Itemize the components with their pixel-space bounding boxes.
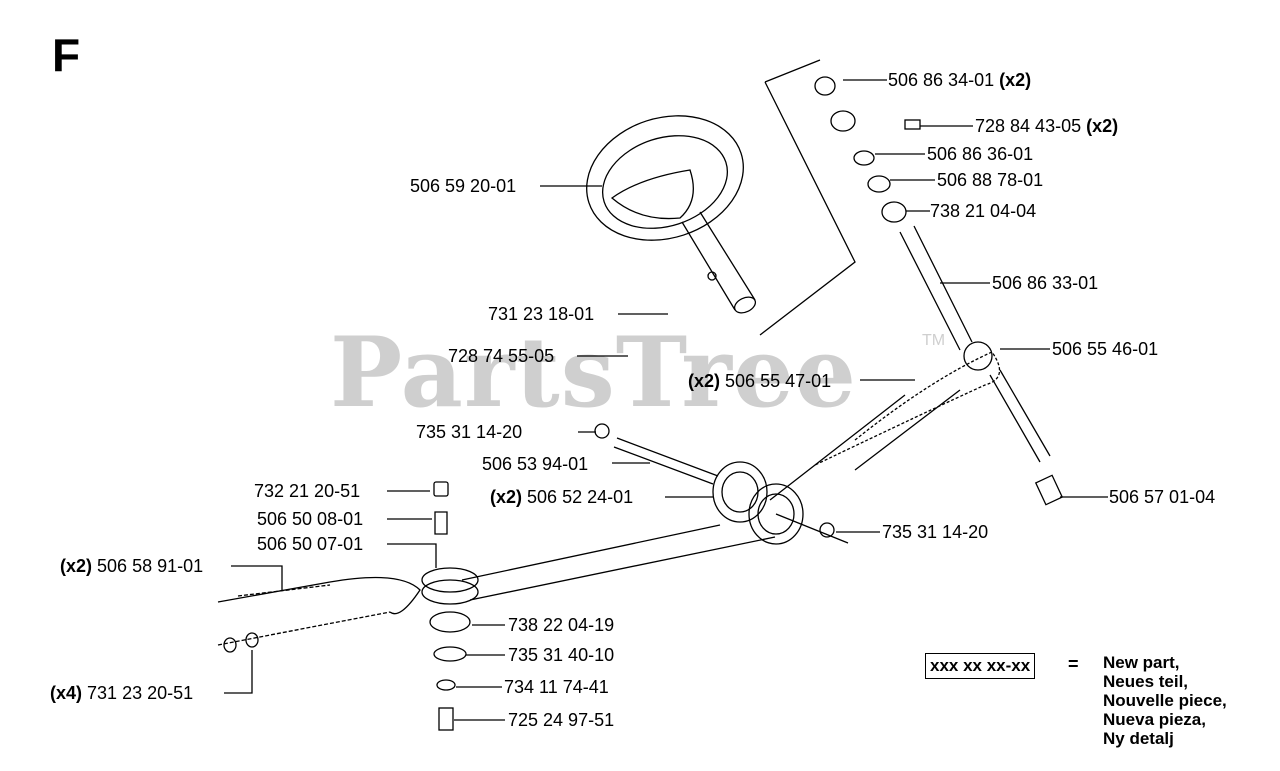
part-callout: (x2) 506 55 47-01 bbox=[688, 371, 831, 391]
legend-new-part-box: xxx xx xx-xx bbox=[925, 653, 1036, 679]
part-callout: 506 57 01-04 bbox=[1109, 487, 1215, 507]
part-number: 506 52 24-01 bbox=[527, 487, 634, 507]
part-callout: 725 24 97-51 bbox=[508, 710, 614, 730]
part-number: 506 55 46-01 bbox=[1052, 339, 1159, 359]
part-callout: 734 11 74-41 bbox=[504, 677, 609, 697]
part-number: 738 21 04-04 bbox=[930, 201, 1037, 221]
part-number: 506 58 91-01 bbox=[97, 556, 204, 576]
quantity-label: (x2) bbox=[999, 70, 1032, 90]
part-number: 738 22 04-19 bbox=[508, 615, 615, 635]
legend-line: Nouvelle piece, bbox=[1103, 691, 1227, 710]
part-number: 728 74 55-05 bbox=[448, 346, 555, 366]
part-number: 735 31 40-10 bbox=[508, 645, 615, 665]
part-callout: 506 59 20-01 bbox=[410, 176, 516, 196]
part-callout: 735 31 14-20 bbox=[882, 522, 988, 542]
part-number: 725 24 97-51 bbox=[508, 710, 615, 730]
part-callout: (x2) 506 58 91-01 bbox=[60, 556, 203, 576]
part-number: 731 23 20-51 bbox=[87, 683, 194, 703]
pivot-stack bbox=[421, 481, 479, 731]
part-number: 506 50 08-01 bbox=[257, 509, 364, 529]
part-callout: 732 21 20-51 bbox=[254, 481, 360, 501]
legend-equals: = bbox=[1068, 654, 1079, 674]
quantity-label: (x2) bbox=[688, 371, 721, 391]
legend-line: New part, bbox=[1103, 653, 1180, 672]
legend-line: Nueva pieza, bbox=[1103, 710, 1206, 729]
part-number: 506 57 01-04 bbox=[1109, 487, 1216, 507]
part-callout: 506 86 34-01 (x2) bbox=[888, 70, 1031, 90]
part-callout: 731 23 18-01 bbox=[488, 304, 594, 324]
part-number: 506 88 78-01 bbox=[937, 170, 1044, 190]
part-callout: (x2) 506 52 24-01 bbox=[490, 487, 633, 507]
trademark-mark: TM bbox=[922, 332, 946, 349]
steering-wheel bbox=[586, 115, 757, 314]
part-callout: 506 86 36-01 bbox=[927, 144, 1033, 164]
steering-shaft-stack bbox=[814, 76, 1064, 506]
part-callout: 735 31 14-20 bbox=[416, 422, 522, 442]
quantity-label: (x2) bbox=[490, 487, 523, 507]
part-number: 732 21 20-51 bbox=[254, 481, 361, 501]
part-callout: 728 84 43-05 (x2) bbox=[975, 116, 1118, 136]
legend-line: Ny detalj bbox=[1103, 729, 1174, 748]
part-callout: 506 50 08-01 bbox=[257, 509, 363, 529]
part-number: 734 11 74-41 bbox=[504, 677, 609, 697]
quantity-label: (x2) bbox=[60, 556, 93, 576]
part-number: 735 31 14-20 bbox=[416, 422, 523, 442]
part-callout: 506 88 78-01 bbox=[937, 170, 1043, 190]
part-number: 506 53 94-01 bbox=[482, 454, 589, 474]
part-callout: 738 21 04-04 bbox=[930, 201, 1036, 221]
part-number: 506 50 07-01 bbox=[257, 534, 364, 554]
section-letter: F bbox=[52, 29, 81, 81]
part-number: 735 31 14-20 bbox=[882, 522, 989, 542]
watermark: PartsTree bbox=[330, 316, 857, 429]
legend-line: Neues teil, bbox=[1103, 672, 1189, 691]
part-callout: 506 86 33-01 bbox=[992, 273, 1098, 293]
part-callout: 506 55 46-01 bbox=[1052, 339, 1158, 359]
quantity-label: (x4) bbox=[50, 683, 83, 703]
part-callout: 735 31 40-10 bbox=[508, 645, 614, 665]
part-callout: (x4) 731 23 20-51 bbox=[50, 683, 193, 703]
part-callout: 738 22 04-19 bbox=[508, 615, 614, 635]
part-number: 506 86 36-01 bbox=[927, 144, 1034, 164]
part-number: 506 55 47-01 bbox=[725, 371, 832, 391]
pulleys bbox=[712, 461, 849, 545]
part-callout: 728 74 55-05 bbox=[448, 346, 554, 366]
part-number: 506 86 33-01 bbox=[992, 273, 1099, 293]
part-number: 731 23 18-01 bbox=[488, 304, 595, 324]
part-number: 728 84 43-05 bbox=[975, 116, 1082, 136]
legend-text: New part, Neues teil, Nouvelle piece, Nu… bbox=[1103, 653, 1227, 748]
part-number: 506 59 20-01 bbox=[410, 176, 517, 196]
quantity-label: (x2) bbox=[1086, 116, 1119, 136]
part-number: 506 86 34-01 bbox=[888, 70, 995, 90]
part-callout: 506 53 94-01 bbox=[482, 454, 588, 474]
part-callout: 506 50 07-01 bbox=[257, 534, 363, 554]
